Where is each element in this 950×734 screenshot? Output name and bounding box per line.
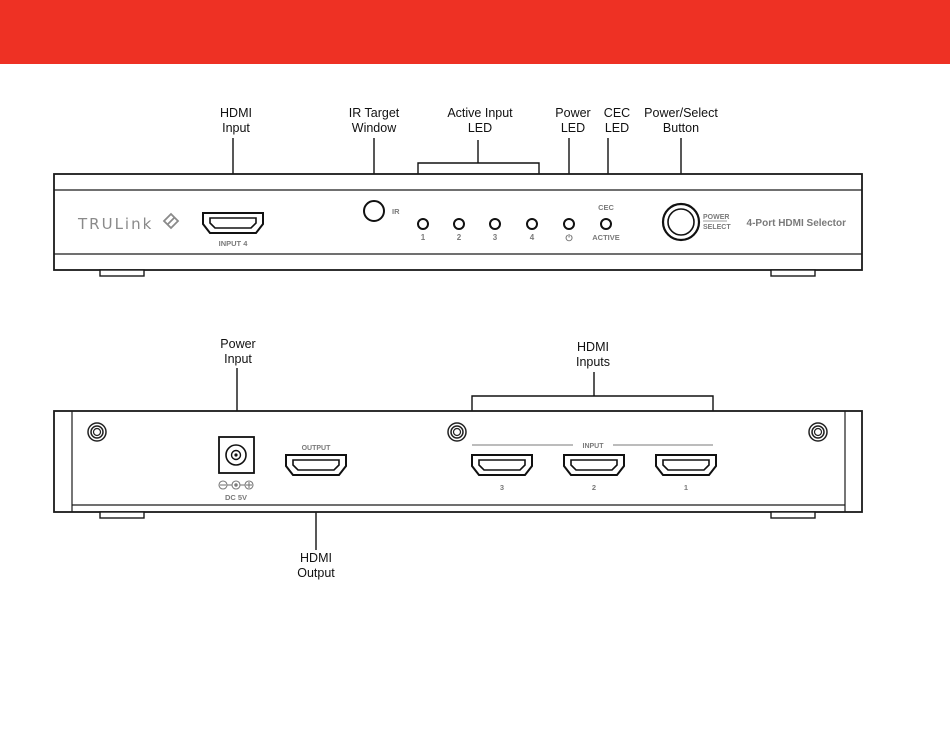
hdmi-output-port[interactable] [286, 455, 346, 475]
output-label: OUTPUT [302, 445, 332, 452]
button-label-select: SELECT [703, 224, 731, 231]
screw-left-icon [88, 423, 106, 441]
callout-power-input-line1: Power [220, 337, 255, 351]
screw-right-icon [809, 423, 827, 441]
callout-active-input-led-line1: Active Input [447, 106, 513, 120]
led-input-1 [418, 219, 428, 229]
hdmi-input-4-label: INPUT 4 [219, 239, 249, 248]
hdmi-input-2-port[interactable] [564, 455, 624, 475]
button-label-power: POWER [703, 214, 729, 221]
callout-hdmi-input-line2: Input [222, 121, 250, 135]
power-led [564, 219, 574, 229]
led-input-4 [527, 219, 537, 229]
callout-power-led-line1: Power [555, 106, 590, 120]
callout-power-input-line2: Input [224, 352, 252, 366]
hdmi-input-3-port[interactable] [472, 455, 532, 475]
input-group-label: INPUT [583, 443, 605, 450]
input-port-number-3: 3 [500, 483, 504, 492]
input-port-number-1: 1 [684, 483, 688, 492]
callout-hdmi-input-line1: HDMI [220, 106, 252, 120]
led-label-3: 3 [493, 233, 498, 242]
front-panel: HDMI Input IR Target Window Active Input… [54, 106, 862, 276]
callout-power-select-line1: Power/Select [644, 106, 718, 120]
dc-power-jack[interactable] [219, 437, 254, 473]
led-label-1: 1 [421, 233, 426, 242]
cec-top-label: CEC [598, 203, 614, 212]
cec-led [601, 219, 611, 229]
callout-ir-window-line2: Window [352, 121, 397, 135]
screw-center-icon [448, 423, 466, 441]
active-label: ACTIVE [592, 233, 620, 242]
power-symbol-icon: ⏻ [565, 233, 573, 244]
callout-hdmi-inputs-line2: Inputs [576, 355, 610, 369]
ir-label: IR [392, 207, 400, 216]
trulink-logo: TRULink [77, 215, 153, 233]
callout-cec-led-line2: LED [605, 121, 629, 135]
callout-hdmi-output-line1: HDMI [300, 551, 332, 565]
callout-hdmi-inputs-line1: HDMI [577, 340, 609, 354]
ir-target-window [364, 201, 384, 221]
hdmi-input-4-port[interactable] [203, 213, 263, 233]
back-panel: Power Input HDMI Inputs HDMI Output [54, 337, 862, 580]
led-input-2 [454, 219, 464, 229]
input-port-number-2: 2 [592, 483, 596, 492]
hdmi-input-1-port[interactable] [656, 455, 716, 475]
led-label-2: 2 [457, 233, 462, 242]
product-name: 4-Port HDMI Selector [747, 218, 847, 229]
callout-power-led-line2: LED [561, 121, 585, 135]
led-label-4: 4 [530, 233, 535, 242]
dc-5v-label: DC 5V [225, 493, 247, 502]
power-select-button[interactable] [663, 204, 699, 240]
callout-ir-window-line1: IR Target [349, 106, 400, 120]
callout-hdmi-output-line2: Output [297, 566, 335, 580]
led-input-3 [490, 219, 500, 229]
callout-power-select-line2: Button [663, 121, 699, 135]
callout-cec-led-line1: CEC [604, 106, 630, 120]
callout-active-input-led-line2: LED [468, 121, 492, 135]
